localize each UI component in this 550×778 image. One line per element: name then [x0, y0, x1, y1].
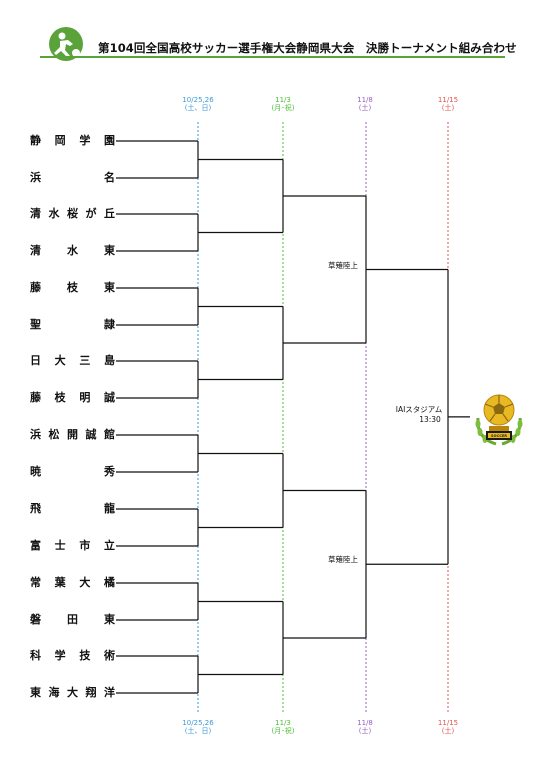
soccer-player-logo-icon	[49, 27, 83, 61]
final-kickoff-time: 13:30	[419, 415, 441, 424]
page-title: 第104回全国高校サッカー選手権大会静岡県大会 決勝トーナメント組み合わせ	[98, 41, 517, 55]
round-date-bottom-3: 11/8(土)	[335, 719, 395, 735]
trophy-label: SOCCER	[491, 434, 507, 438]
header-divider	[40, 56, 505, 58]
team-name: 飛龍	[30, 502, 115, 515]
team-name: 清水桜が丘	[30, 207, 115, 220]
gold-soccer-ball-trophy-icon: SOCCER	[475, 394, 523, 446]
team-name: 浜松開誠館	[30, 428, 115, 441]
round-date-label: 10/25,26	[182, 96, 214, 104]
team-name: 科学技術	[30, 649, 115, 662]
round-date-label: 11/3	[275, 719, 291, 727]
round-day-label: (月･祝)	[271, 727, 295, 735]
venue-semifinal-top: 草薙陸上	[328, 261, 358, 270]
venue-semifinal-bottom: 草薙陸上	[328, 555, 358, 564]
team-name: 静岡学園	[30, 134, 115, 147]
round-day-label: (土、日)	[184, 104, 212, 112]
round-date-top-3: 11/8(土)	[335, 96, 395, 112]
round-day-label: (土)	[358, 104, 372, 112]
round-date-label: 11/15	[437, 719, 459, 727]
team-name: 東海大翔洋	[30, 686, 115, 699]
round-date-label: 10/25,26	[182, 719, 214, 727]
final-venue-name: IAIスタジアム	[395, 405, 443, 414]
round-date-bottom-2: 11/3(月･祝)	[253, 719, 313, 735]
team-name: 富士市立	[30, 539, 115, 552]
round-day-label: (月･祝)	[271, 104, 295, 112]
round-date-top-4: 11/15(土)	[418, 96, 478, 112]
round-day-label: (土)	[358, 727, 372, 735]
round-date-bottom-1: 10/25,26(土、日)	[168, 719, 228, 735]
round-day-label: (土)	[441, 104, 455, 112]
round-date-label: 11/8	[357, 96, 373, 104]
team-name: 藤枝明誠	[30, 391, 115, 404]
round-day-label: (土、日)	[184, 727, 212, 735]
round-date-label: 11/3	[275, 96, 291, 104]
round-day-label: (土)	[441, 727, 455, 735]
round-date-top-1: 10/25,26(土、日)	[168, 96, 228, 112]
round-date-top-2: 11/3(月･祝)	[253, 96, 313, 112]
team-name: 聖隷	[30, 318, 115, 331]
team-name: 浜名	[30, 171, 115, 184]
team-name: 藤枝東	[30, 281, 115, 294]
team-name: 暁秀	[30, 465, 115, 478]
round-date-bottom-4: 11/15(土)	[418, 719, 478, 735]
round-date-label: 11/15	[437, 96, 459, 104]
venue-final: IAIスタジアム 13:30	[384, 405, 454, 425]
team-name: 清水東	[30, 244, 115, 257]
round-date-label: 11/8	[357, 719, 373, 727]
team-name: 磐田東	[30, 613, 115, 626]
team-name: 日大三島	[30, 354, 115, 367]
team-name: 常葉大橘	[30, 576, 115, 589]
